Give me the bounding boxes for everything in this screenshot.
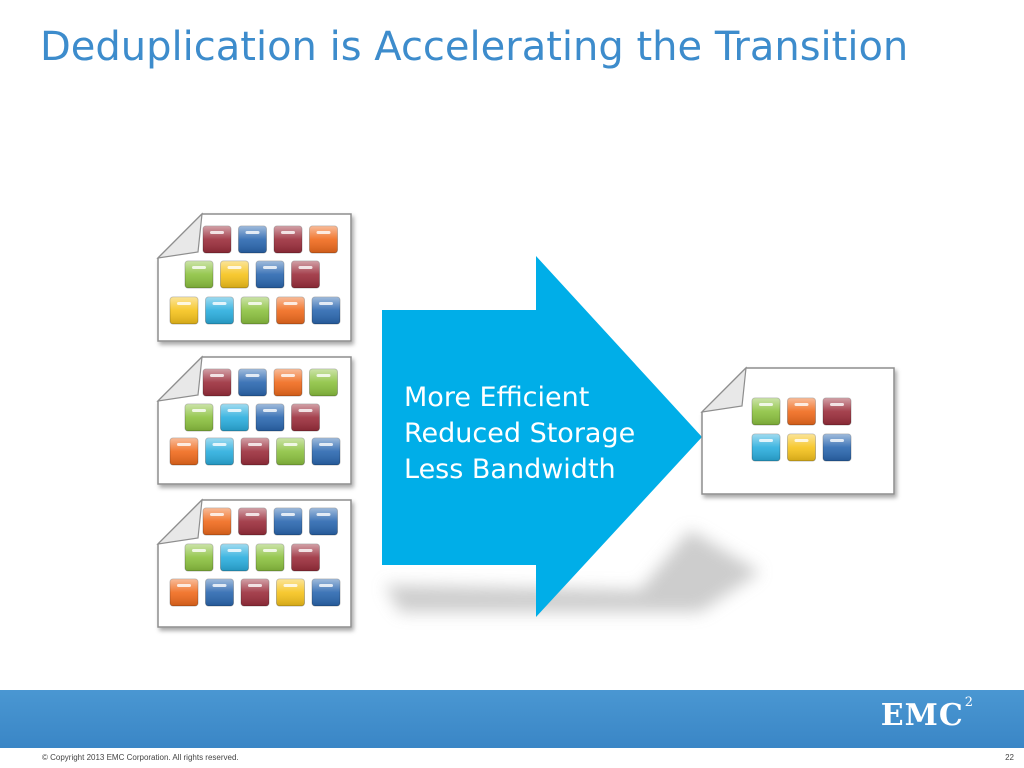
red-data-block	[202, 368, 232, 397]
blue-data-block	[822, 433, 852, 462]
blue-data-block	[238, 225, 267, 254]
blue-data-block	[309, 507, 338, 536]
arrow-line-bandwidth: Less Bandwidth	[404, 454, 616, 485]
yellow-data-block	[220, 260, 249, 289]
source-document-1	[156, 212, 352, 342]
cyan-data-block	[751, 433, 781, 462]
red-data-block	[291, 543, 320, 572]
red-data-block	[202, 225, 232, 254]
page-fold	[156, 212, 203, 259]
green-data-block	[184, 260, 214, 289]
green-data-block	[240, 296, 270, 325]
blue-data-block	[255, 260, 285, 289]
blue-data-block	[311, 296, 341, 325]
green-data-block	[309, 368, 338, 397]
yellow-data-block	[276, 578, 305, 607]
footer-band: EMC2	[0, 690, 1024, 748]
green-data-block	[184, 543, 214, 572]
green-data-block	[255, 543, 285, 572]
page-fold	[156, 355, 203, 402]
blue-data-block	[205, 578, 234, 607]
dedup-diagram	[156, 212, 895, 628]
copyright-text: © Copyright 2013 EMC Corporation. All ri…	[42, 753, 239, 762]
red-data-block	[273, 225, 303, 254]
blue-data-block	[311, 578, 341, 607]
page-fold	[156, 498, 203, 545]
arrow-line-storage: Reduced Storage	[404, 418, 636, 449]
cyan-data-block	[205, 296, 234, 325]
orange-data-block	[309, 225, 338, 254]
orange-data-block	[276, 296, 305, 325]
logo-text: EMC	[880, 698, 964, 733]
source-document-2	[156, 355, 352, 485]
cyan-data-block	[220, 543, 249, 572]
blue-data-block	[311, 437, 341, 466]
logo-superscript: 2	[964, 695, 974, 710]
red-data-block	[240, 578, 270, 607]
red-data-block	[291, 260, 320, 289]
red-data-block	[291, 403, 320, 432]
arrow-shadow	[385, 530, 760, 612]
page-number: 22	[1005, 753, 1014, 762]
blue-data-block	[238, 368, 267, 397]
red-data-block	[238, 507, 267, 536]
red-data-block	[822, 397, 852, 426]
arrow-label: More Efficient Reduced Storage Less Band…	[404, 380, 704, 488]
yellow-data-block	[169, 296, 199, 325]
orange-data-block	[169, 578, 199, 607]
arrow-shape	[382, 256, 702, 617]
slide-title: Deduplication is Accelerating the Transi…	[40, 24, 909, 70]
cyan-data-block	[220, 403, 249, 432]
source-document-3	[156, 498, 352, 628]
arrow-line-efficient: More Efficient	[404, 382, 590, 413]
cyan-data-block	[205, 437, 234, 466]
yellow-data-block	[787, 433, 816, 462]
green-data-block	[276, 437, 305, 466]
green-data-block	[751, 397, 781, 426]
orange-data-block	[787, 397, 816, 426]
blue-data-block	[273, 507, 303, 536]
blue-data-block	[255, 403, 285, 432]
page-fold	[700, 366, 747, 413]
orange-data-block	[202, 507, 232, 536]
orange-data-block	[273, 368, 303, 397]
green-data-block	[184, 403, 214, 432]
emc-logo: EMC2	[880, 695, 974, 733]
red-data-block	[240, 437, 270, 466]
orange-data-block	[169, 437, 199, 466]
deduplicated-document	[700, 366, 895, 495]
